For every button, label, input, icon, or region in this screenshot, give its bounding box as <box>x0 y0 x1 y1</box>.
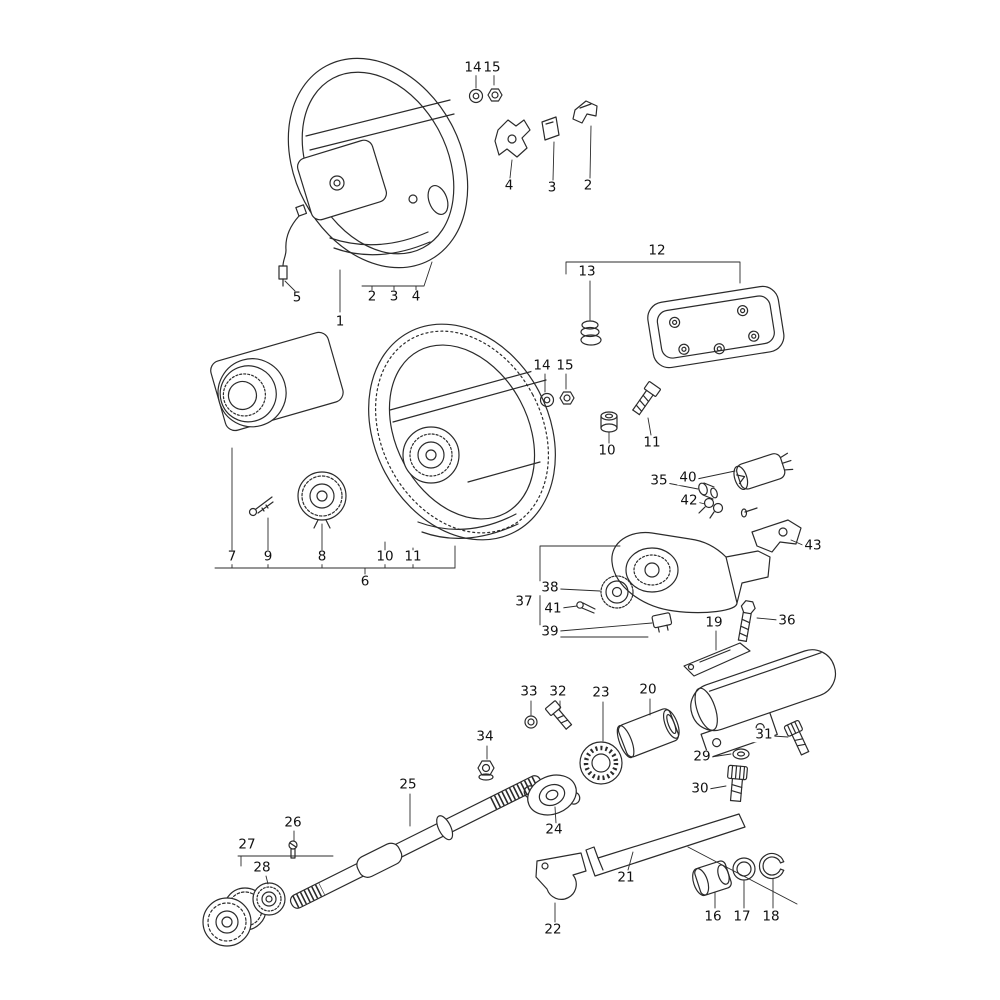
bearing-23 <box>579 741 623 785</box>
bracket-2 <box>572 100 598 124</box>
column-tube <box>690 649 837 759</box>
washer-29 <box>732 748 750 760</box>
spacer-10 <box>600 411 618 433</box>
callout-14: 14 <box>462 59 484 76</box>
nut-34 <box>477 760 495 781</box>
contact-ring-38 <box>600 575 634 609</box>
leader-lines <box>214 74 806 923</box>
bolt-11 <box>632 381 661 416</box>
contact-housing-7 <box>210 331 344 432</box>
callout-7: 7 <box>225 548 239 565</box>
callout-4: 4 <box>502 177 516 194</box>
connector-42 <box>698 497 724 519</box>
callout-8: 8 <box>315 548 329 565</box>
callout-35: 35 <box>648 472 670 489</box>
callout-14: 14 <box>531 357 553 374</box>
tube-20 <box>616 708 680 759</box>
steering-shaft-25 <box>289 775 543 909</box>
callout-41: 41 <box>542 600 564 617</box>
washer-33 <box>524 715 538 729</box>
callout-20: 20 <box>637 681 659 698</box>
callout-15: 15 <box>481 59 503 76</box>
spring-13 <box>580 320 602 346</box>
callout-32: 32 <box>547 683 569 700</box>
callout-12: 12 <box>646 242 668 259</box>
retaining-frame-12 <box>647 285 785 369</box>
callout-11: 11 <box>641 434 663 451</box>
screw-26 <box>288 840 298 859</box>
flange-24 <box>523 774 581 816</box>
switch-39 <box>651 612 673 633</box>
steering-wheel-6 <box>368 323 556 541</box>
callout-29: 29 <box>691 748 713 765</box>
shim-3 <box>541 116 560 141</box>
washer-14-top <box>468 88 484 104</box>
callout-36: 36 <box>776 612 798 629</box>
callout-3: 3 <box>387 288 401 305</box>
callout-31: 31 <box>753 726 775 743</box>
nut-15-top <box>487 88 503 102</box>
callout-30: 30 <box>689 780 711 797</box>
splined-hub-28 <box>252 882 286 916</box>
callout-33: 33 <box>518 683 540 700</box>
callout-38: 38 <box>539 579 561 596</box>
callout-27: 27 <box>236 836 258 853</box>
callout-21: 21 <box>615 869 637 886</box>
snap-ring-18 <box>758 852 785 880</box>
callout-5: 5 <box>290 289 304 306</box>
callout-10: 10 <box>374 548 396 565</box>
bracket-43 <box>740 507 802 553</box>
callout-23: 23 <box>590 684 612 701</box>
callout-34: 34 <box>474 728 496 745</box>
callout-39: 39 <box>539 623 561 640</box>
bracket-21 <box>585 813 746 877</box>
steering-wheel-1 <box>287 57 469 269</box>
callout-13: 13 <box>576 263 598 280</box>
callout-2: 2 <box>581 177 595 194</box>
nut-15-mid <box>559 391 575 405</box>
callout-15: 15 <box>554 357 576 374</box>
callout-37: 37 <box>513 593 535 610</box>
screw-9 <box>248 496 274 517</box>
callout-11: 11 <box>402 548 424 565</box>
callout-43: 43 <box>802 537 824 554</box>
callout-3: 3 <box>545 179 559 196</box>
callout-19: 19 <box>703 614 725 631</box>
callout-17: 17 <box>731 908 753 925</box>
bolt-31 <box>783 719 810 756</box>
callout-16: 16 <box>702 908 724 925</box>
callout-24: 24 <box>543 821 565 838</box>
callout-40: 40 <box>677 469 699 486</box>
callout-18: 18 <box>760 908 782 925</box>
callout-10: 10 <box>596 442 618 459</box>
bolt-30 <box>727 764 748 802</box>
callout-6: 6 <box>358 573 372 590</box>
callout-42: 42 <box>678 492 700 509</box>
callout-4: 4 <box>409 288 423 305</box>
callout-9: 9 <box>261 548 275 565</box>
callout-1: 1 <box>333 313 347 330</box>
bolt-36 <box>737 600 756 642</box>
screw-41 <box>576 601 596 614</box>
clamp-22 <box>535 852 587 900</box>
callout-28: 28 <box>251 859 273 876</box>
bushing-16 <box>692 860 732 897</box>
callout-2: 2 <box>365 288 379 305</box>
plate-19 <box>683 642 751 677</box>
washer-14-mid <box>539 392 555 408</box>
callout-22: 22 <box>542 921 564 938</box>
callout-25: 25 <box>397 776 419 793</box>
ignition-switch-40 <box>733 452 794 491</box>
callout-26: 26 <box>282 814 304 831</box>
contact-wire-5 <box>278 204 308 287</box>
bolt-32 <box>545 700 573 730</box>
bracket-4 <box>494 119 531 158</box>
contact-ring-8 <box>297 471 347 529</box>
lock-housing-37 <box>611 531 771 614</box>
cap-35 <box>698 482 718 500</box>
